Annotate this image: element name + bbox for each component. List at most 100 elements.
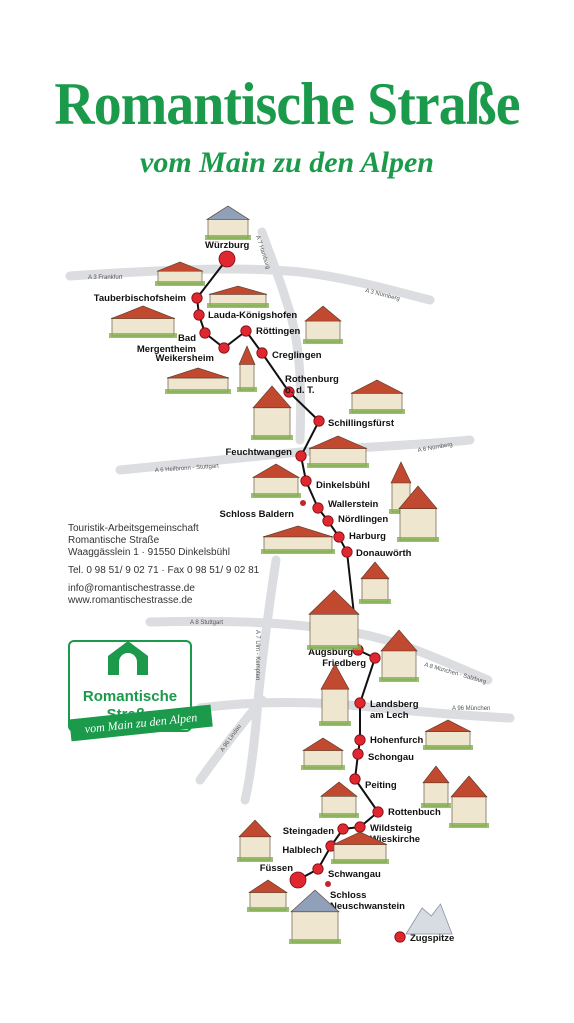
highway-a6 [115,435,475,475]
stop-dot-wuerzburg[interactable] [218,250,236,268]
contact-email[interactable]: info@romantischestrasse.de [68,583,195,594]
place-label-line: Würzburg [205,240,250,251]
place-label-wallerstein[interactable]: Wallerstein [328,499,379,510]
stop-dot-wallerstein[interactable] [312,502,324,514]
place-label-line: Röttingen [256,326,301,337]
place-label-steingaden[interactable]: Steingaden [283,826,334,837]
tower-illustration [251,385,293,440]
stop-dot-schwangau[interactable] [312,863,324,875]
stop-dot-schongau[interactable] [352,748,364,760]
stop-dot-weikersheim[interactable] [218,342,230,354]
stop-dot-lauda[interactable] [193,309,205,321]
place-label-line: Tauberbischofsheim [94,293,186,304]
church-illustration [109,305,177,338]
route-stops [191,250,406,943]
highway-label: A 96 München [452,706,490,712]
place-label-line: Füssen [260,863,293,874]
place-label-weikersheim[interactable]: Weikersheim [156,353,214,364]
stop-dot-friedberg[interactable] [369,652,381,664]
place-label-fuessen[interactable]: Füssen [260,863,293,874]
stop-dot-zugspitze[interactable] [394,931,406,943]
place-label-noerdlingen[interactable]: Nördlingen [338,514,388,525]
place-label-line: Peiting [365,780,397,791]
place-label-wuerzburg[interactable]: Würzburg [205,240,250,251]
place-label-line: Neuschwanstein [330,901,405,912]
place-label-line: Harburg [349,531,386,542]
stop-dot-neuschwanstein[interactable] [325,881,331,887]
stop-dot-donauwoerth[interactable] [341,546,353,558]
contact-web[interactable]: www.romantischestrasse.de [68,595,193,606]
stop-dot-harburg[interactable] [333,531,345,543]
place-label-friedberg[interactable]: Friedberg [322,658,366,669]
stop-dot-feuchtwangen[interactable] [295,450,307,462]
place-label-lauda[interactable]: Lauda-Königshofen [208,310,297,321]
town-illustration [207,285,269,308]
place-label-line: am Lech [370,710,409,721]
stop-dot-rottenbuch[interactable] [372,806,384,818]
house-illustration [319,781,359,818]
place-label-schongau[interactable]: Schongau [368,752,414,763]
stop-dot-schloss-baldern[interactable] [300,500,306,506]
place-label-schillingsfuerst[interactable]: Schillingsfürst [328,418,395,429]
place-label-line: Zugspitze [410,933,454,944]
place-label-feuchtwangen[interactable]: Feuchtwangen [225,447,292,458]
place-label-rottenbuch[interactable]: Rottenbuch [388,807,441,818]
contact-phone: Tel. 0 98 51/ 9 02 71 · Fax 0 98 51/ 9 0… [68,565,260,576]
stop-dot-schillingsfuerst[interactable] [313,415,325,427]
place-label-line: Landsberg [370,699,419,710]
place-label-augsburg[interactable]: Augsburg [308,647,353,658]
place-label-line: Feuchtwangen [225,447,292,458]
stop-dot-creglingen[interactable] [256,347,268,359]
place-label-hohenfurch[interactable]: Hohenfurch [370,735,424,746]
church-illustration [307,589,361,650]
place-label-dinkelsbuehl[interactable]: Dinkelsbühl [316,480,370,491]
house-illustration [303,305,343,344]
stop-dot-tauberbischofsheim[interactable] [191,292,203,304]
place-label-schwangau[interactable]: Schwangau [328,869,381,880]
stop-dot-peiting[interactable] [349,773,361,785]
stop-dot-steingaden[interactable] [337,823,349,835]
place-label-creglingen[interactable]: Creglingen [272,350,322,361]
place-label-donauwoerth[interactable]: Donauwörth [356,548,412,559]
town-illustration [165,367,231,394]
stop-dot-dinkelsbuehl[interactable] [300,475,312,487]
place-label-peiting[interactable]: Peiting [365,780,397,791]
house-illustration [421,765,451,808]
stop-dot-noerdlingen[interactable] [322,515,334,527]
place-label-zugspitze[interactable]: Zugspitze [410,933,454,944]
church-illustration [237,819,273,862]
place-label-line: Schillingsfürst [328,418,395,429]
place-label-line: Schongau [368,752,414,763]
place-label-roettingen[interactable]: Röttingen [256,326,301,337]
stop-dot-wildsteig[interactable] [354,821,366,833]
place-label-halblech[interactable]: Halblech [282,845,322,856]
castle-illustration [289,889,341,944]
place-label-line: Schwangau [328,869,381,880]
place-label-tauberbischofsheim[interactable]: Tauberbischofsheim [94,293,186,304]
place-label-line: Hohenfurch [370,735,424,746]
place-label-line: Lauda-Königshofen [208,310,297,321]
page-subtitle: vom Main zu den Alpen [140,146,434,179]
tower-illustration [449,775,489,828]
house-illustration [301,737,345,770]
stop-dot-hohenfurch[interactable] [354,734,366,746]
stop-dot-landsberg[interactable] [354,697,366,709]
highway-label: A 96 Lindau [220,724,243,753]
place-label-schloss-baldern[interactable]: Schloss Baldern [220,509,295,520]
stop-dot-roettingen[interactable] [240,325,252,337]
stop-dot-bad-mergentheim[interactable] [199,327,211,339]
place-label-harburg[interactable]: Harburg [349,531,386,542]
highway-label: A 3 Frankfurt [88,275,123,281]
contact-org: Touristik-Arbeitsgemeinschaft [68,523,199,534]
town-illustration [307,435,369,468]
stop-dot-rothenburg[interactable] [283,386,295,398]
mountain-illustration [405,903,453,935]
church-illustration [155,261,205,286]
stop-dot-fuessen[interactable] [289,871,307,889]
